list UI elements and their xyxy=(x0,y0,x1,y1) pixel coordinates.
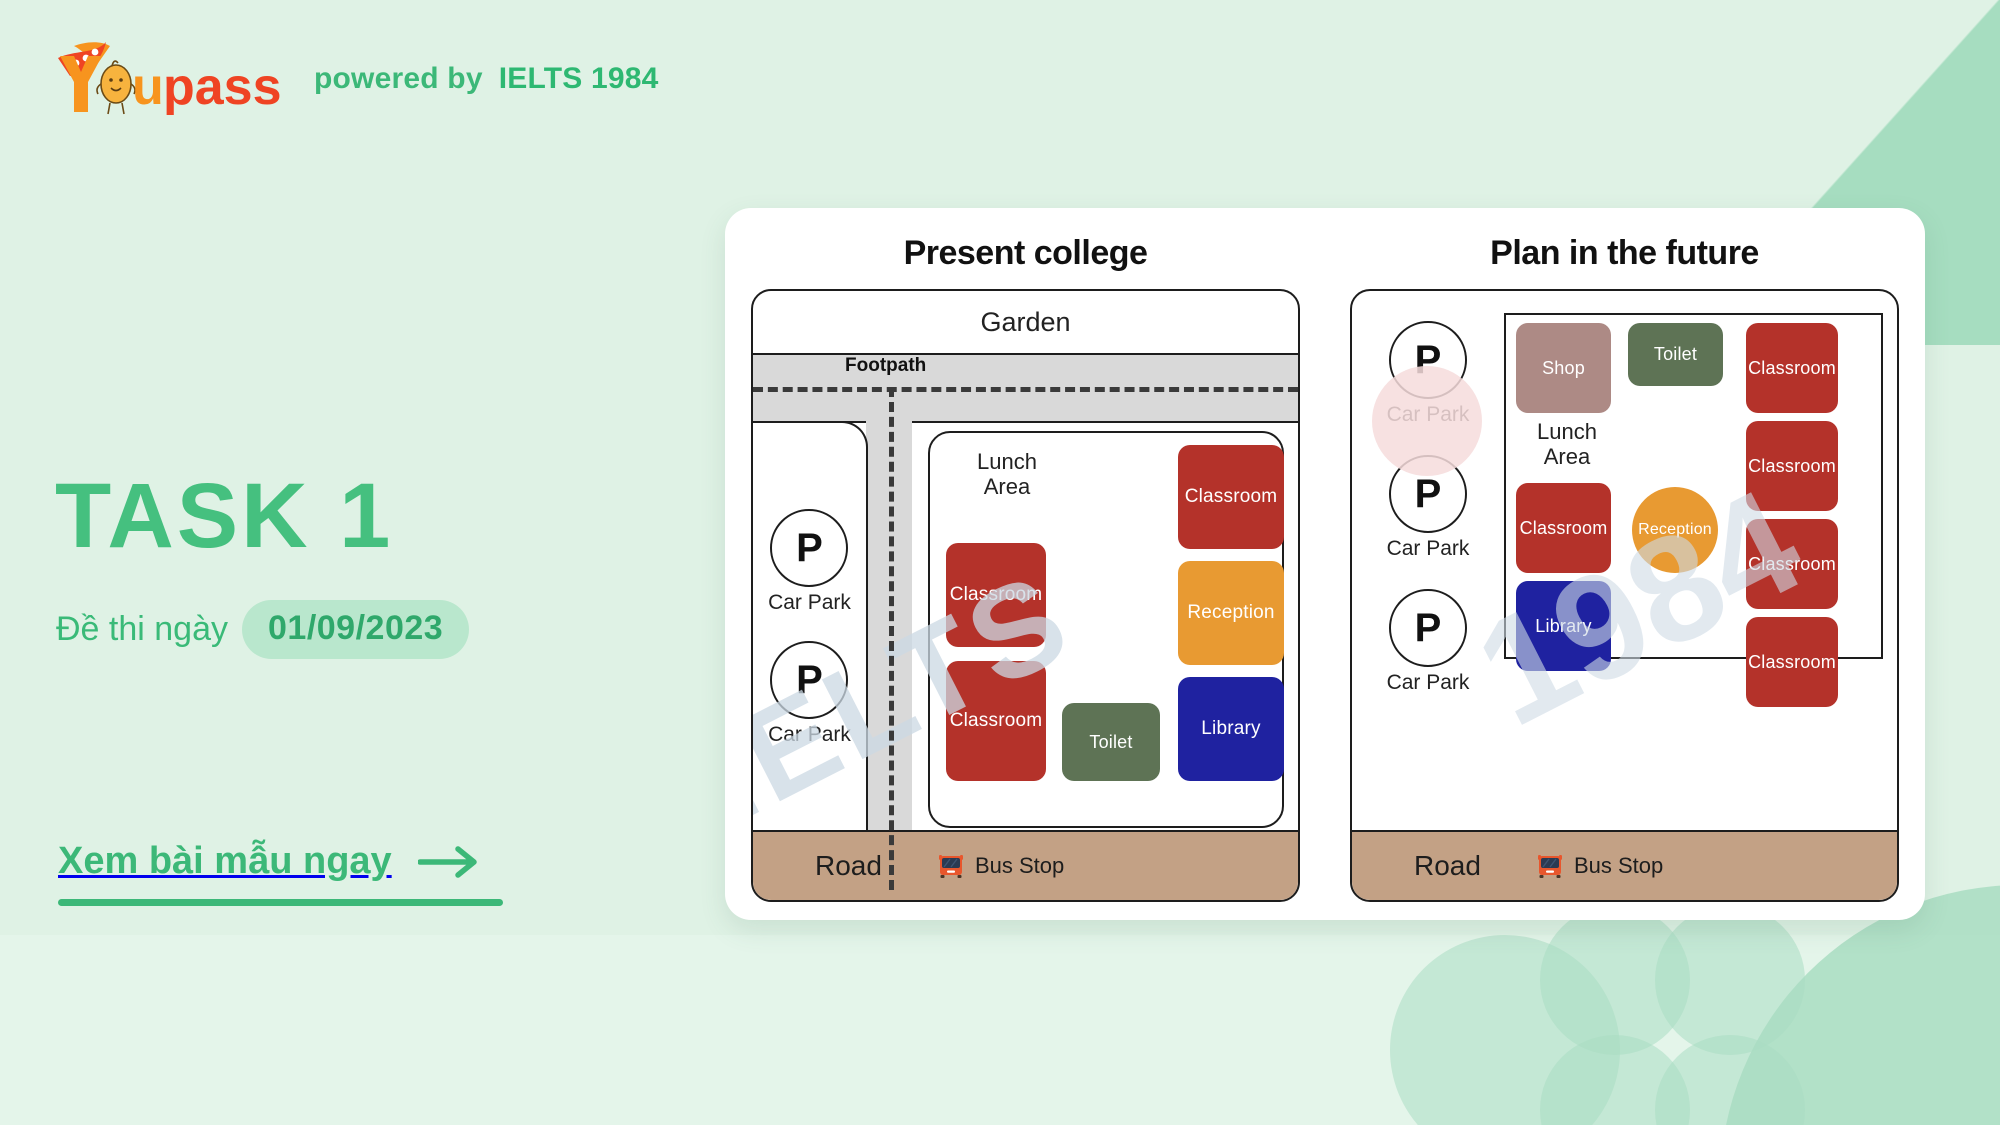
zone-footpath-label: Footpath xyxy=(845,355,927,376)
map-present-college: IELTS Garden Footpath P Car Park P xyxy=(751,289,1300,902)
car-park-3: P Car Park xyxy=(1386,589,1470,695)
car-park-column-present: P Car Park P Car Park xyxy=(753,421,868,832)
building-classroom-r2: Classroom xyxy=(1746,421,1838,511)
building-label: Reception xyxy=(1638,521,1712,538)
building-label: Classroom xyxy=(1748,651,1836,672)
youpass-logo[interactable]: u pass xyxy=(44,42,292,116)
building-label: Classroom xyxy=(1184,486,1278,507)
car-park-2: P Car Park xyxy=(1386,455,1470,561)
car-park-2-label: Car Park xyxy=(768,722,851,746)
panel-future-plan: Plan in the future 1984 P Car Park P Car… xyxy=(1350,222,1899,920)
building-label: Toilet xyxy=(1653,344,1698,364)
building-classroom-r1: Classroom xyxy=(1746,323,1838,413)
svg-text:pass: pass xyxy=(163,58,282,116)
background-circle-4 xyxy=(1655,905,1805,1055)
building-label: Classroom xyxy=(949,710,1043,731)
building-label: Toilet xyxy=(1089,731,1133,752)
panel-title-present: Present college xyxy=(903,234,1148,272)
cta-underline xyxy=(58,899,503,906)
building-library: Library xyxy=(1178,677,1284,781)
map-future-plan: 1984 P Car Park P Car Park P Car Park xyxy=(1350,289,1899,902)
footpath-dash-horizontal xyxy=(753,387,1298,392)
building-label: Library xyxy=(1201,718,1261,739)
pea-pod-mascot-logo-icon: u pass xyxy=(58,42,282,116)
building-classroom-r4: Classroom xyxy=(1746,617,1838,707)
diagram-card: Present college IELTS Garden Footpath P … xyxy=(725,208,1925,920)
site-header: u pass powered by IELTS 1984 xyxy=(44,42,659,116)
background-circle-5 xyxy=(1655,1035,1805,1125)
partner-brand-label: IELTS 1984 xyxy=(498,62,659,95)
powered-by-block: powered by IELTS 1984 xyxy=(314,62,659,98)
background-band xyxy=(0,935,2000,1125)
cta-label: Xem bài mẫu ngay xyxy=(58,840,392,882)
panel-present-college: Present college IELTS Garden Footpath P … xyxy=(751,222,1300,920)
background-circle-1 xyxy=(1390,935,1620,1125)
bus-icon xyxy=(1537,855,1562,878)
exam-date-row: Đề thi ngày 01/09/2023 xyxy=(56,600,470,659)
exam-date-label: Đề thi ngày xyxy=(56,610,228,648)
parking-symbol-icon: P xyxy=(770,640,849,719)
building-classroom-l3: Classroom xyxy=(1516,483,1611,573)
building-classroom-mid-left: Classroom xyxy=(946,543,1046,647)
building-label: Classroom xyxy=(1748,357,1836,378)
powered-by-label: powered by xyxy=(314,62,483,95)
bus-icon xyxy=(938,855,963,878)
background-quarter-circle xyxy=(1720,885,2000,1125)
car-park-2-label: Car Park xyxy=(1386,537,1470,560)
svg-text:u: u xyxy=(132,58,164,116)
car-park-2: P Car Park xyxy=(768,640,851,747)
zone-road-label: Road xyxy=(1414,850,1481,881)
cta-row: Xem bài mẫu ngay xyxy=(58,840,503,883)
building-classroom-bottom-left: Classroom xyxy=(946,661,1046,781)
building-label: Reception xyxy=(1187,602,1275,623)
zone-garden-label: Garden xyxy=(980,306,1071,337)
car-park-1: P Car Park xyxy=(1386,321,1470,427)
zone-road-label: Road xyxy=(815,850,882,881)
bus-stop-future: Bus Stop xyxy=(1535,851,1663,881)
parking-symbol-icon: P xyxy=(1388,589,1467,667)
panel-title-future: Plan in the future xyxy=(1490,234,1759,272)
background-circle-2 xyxy=(1540,905,1690,1055)
view-sample-link[interactable]: Xem bài mẫu ngay xyxy=(58,840,503,906)
zone-garden: Garden xyxy=(753,291,1298,355)
building-shop: Shop xyxy=(1516,323,1611,413)
building-classroom-top-right: Classroom xyxy=(1178,445,1284,549)
building-label: Classroom xyxy=(1748,553,1836,574)
building-label: Library xyxy=(1535,615,1592,636)
arrow-right-icon xyxy=(417,845,477,878)
car-park-3-label: Car Park xyxy=(1386,671,1470,694)
building-label: Classroom xyxy=(1748,455,1836,476)
car-park-1-label: Car Park xyxy=(768,590,851,614)
building-label: Classroom xyxy=(949,584,1043,605)
parking-symbol-icon: P xyxy=(1388,455,1467,533)
building-library: Library xyxy=(1516,581,1611,671)
car-park-1-label: Car Park xyxy=(1386,403,1470,426)
background-circle-3 xyxy=(1540,1035,1690,1125)
car-park-1: P Car Park xyxy=(768,508,851,615)
zone-road-future: Road Bus Stop xyxy=(1352,830,1897,900)
building-toilet: Toilet xyxy=(1062,703,1160,781)
building-reception: Reception xyxy=(1632,487,1718,573)
building-reception: Reception xyxy=(1178,561,1284,665)
parking-symbol-icon: P xyxy=(770,508,849,587)
footpath-dash-vertical xyxy=(889,387,894,890)
bus-stop-label: Bus Stop xyxy=(974,853,1065,878)
building-label: Shop xyxy=(1542,357,1585,378)
page-title: TASK 1 xyxy=(55,465,394,567)
building-toilet: Toilet xyxy=(1628,323,1723,386)
building-label: Classroom xyxy=(1519,517,1608,538)
zone-road-present: Road Bus Stop xyxy=(753,830,1298,900)
car-park-column-future: P Car Park P Car Park P Car Park xyxy=(1358,301,1498,820)
exam-date-badge: 01/09/2023 xyxy=(242,600,470,659)
parking-symbol-icon: P xyxy=(1388,321,1467,399)
bus-stop-label: Bus Stop xyxy=(1573,853,1664,878)
bus-stop-present: Bus Stop xyxy=(936,851,1064,881)
building-classroom-r3: Classroom xyxy=(1746,519,1838,609)
